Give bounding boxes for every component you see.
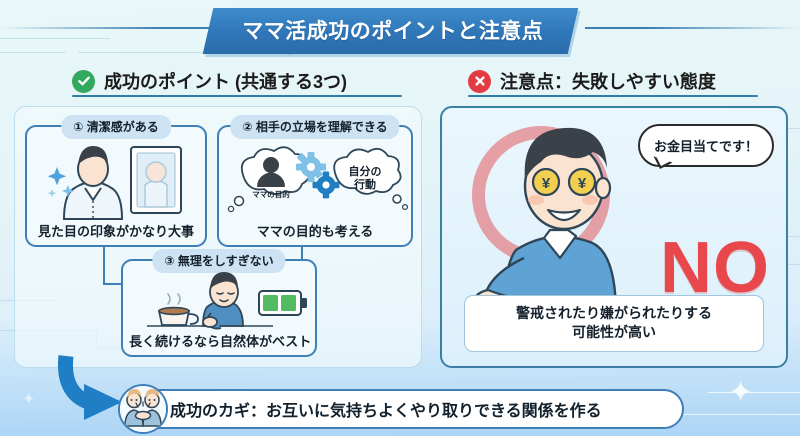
speech-bubble: お金目当てです！ bbox=[637, 124, 774, 167]
svg-text:¥: ¥ bbox=[542, 175, 551, 192]
key-takeaway-bar[interactable]: 成功のカギ：お互いに気持ちよくやり取りできる関係を作る bbox=[122, 389, 684, 429]
card-2-badge: ② 相手の立場を理解できる bbox=[230, 115, 400, 139]
thought-bubbles-gears-illustration: ママの目的 自分の 行動 bbox=[219, 141, 411, 219]
card-success-1[interactable]: ① 清潔感がある bbox=[25, 115, 207, 247]
key-takeaway-text: 成功のカギ：お互いに気持ちよくやり取りできる関係を作る bbox=[170, 403, 602, 420]
left-section-header: 成功のポイント (共通する3つ) bbox=[72, 68, 347, 94]
man-with-mirror-illustration bbox=[27, 141, 205, 220]
title-rule-right bbox=[585, 27, 800, 29]
curved-arrow-icon bbox=[57, 352, 168, 429]
check-circle-icon bbox=[72, 69, 95, 93]
gear-icon-dark bbox=[312, 171, 340, 199]
card-success-3[interactable]: ③ 無理をしすぎない bbox=[121, 249, 317, 357]
warning-text-box: 警戒されたり嫌がられたりする 可能性が高い bbox=[464, 295, 764, 352]
connector-card1-down bbox=[103, 247, 105, 285]
no-label: NO bbox=[660, 227, 770, 308]
title-banner: ママ活成功のポイントと注意点 bbox=[0, 6, 800, 54]
warning-panel: ¥ ¥ NO お金目当てです！ 警戒されたり嫌がられたりする 可能性が高い bbox=[440, 106, 788, 368]
card-success-2[interactable]: ② 相手の立場を理解できる ママの目的 自分の 行動 bbox=[217, 115, 413, 247]
page-title: ママ活成功のポイントと注意点 bbox=[242, 20, 544, 43]
gear-icon-light bbox=[296, 152, 326, 182]
left-section-heading: 成功のポイント (共通する3つ) bbox=[104, 72, 347, 92]
yen-eye-left: ¥ bbox=[531, 167, 561, 197]
handshake-icon bbox=[118, 384, 168, 434]
warning-line-2: 可能性が高い bbox=[572, 324, 656, 341]
title-banner-shape: ママ活成功のポイントと注意点 bbox=[202, 8, 579, 54]
card-3-badge: ③ 無理をしすぎない bbox=[152, 249, 286, 273]
relaxing-person-battery-illustration bbox=[123, 271, 315, 331]
card-3-caption: 長く続けるなら自然体がベスト bbox=[129, 334, 312, 349]
warning-line-1: 警戒されたり嫌がられたりする bbox=[516, 305, 712, 322]
right-section-header: 注意点：失敗しやすい態度 bbox=[468, 68, 716, 94]
right-section-heading: 注意点：失敗しやすい態度 bbox=[500, 72, 716, 92]
bubble-right-line1: 自分の bbox=[349, 164, 382, 178]
left-header-underline bbox=[72, 95, 402, 97]
title-rule-left bbox=[0, 27, 230, 29]
bubble-left-text: ママの目的 bbox=[252, 189, 290, 199]
svg-text:¥: ¥ bbox=[578, 175, 587, 192]
card-2-caption: ママの目的も考える bbox=[256, 224, 374, 239]
card-1-badge: ① 清潔感がある bbox=[61, 115, 171, 139]
success-points-panel: ① 清潔感がある bbox=[14, 106, 422, 368]
x-circle-icon bbox=[468, 69, 491, 93]
battery-icon bbox=[258, 290, 307, 316]
yen-eye-right: ¥ bbox=[567, 167, 597, 197]
right-header-underline bbox=[468, 95, 758, 97]
bubble-right-line2: 行動 bbox=[353, 177, 376, 191]
card-1-caption: 見た目の印象がかなり大事 bbox=[37, 224, 194, 239]
